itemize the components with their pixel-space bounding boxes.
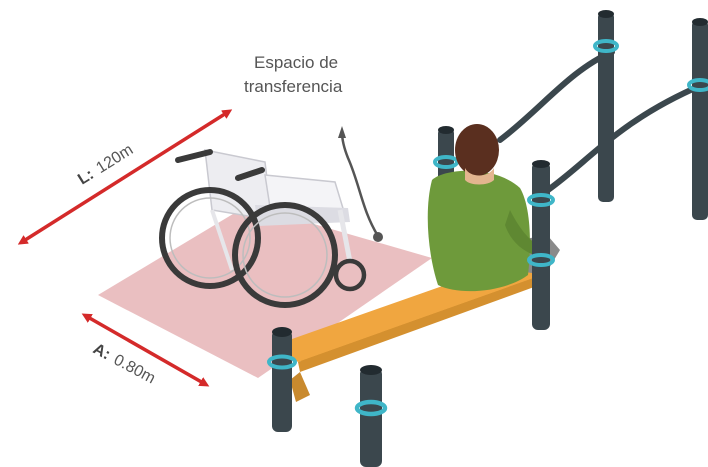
transfer-space-title-line1: Espacio de <box>254 53 338 72</box>
post-front-left <box>267 327 297 432</box>
length-dimension-arrow <box>17 109 233 245</box>
post-far-right <box>687 18 708 220</box>
post-front-center <box>354 365 388 467</box>
curved-up-arrow-icon <box>338 126 383 242</box>
transfer-space-title-line2: transferencia <box>244 77 343 96</box>
wheelchair-icon <box>159 149 367 308</box>
width-label: A: 0.80m <box>90 341 158 388</box>
post-front-right <box>527 160 555 330</box>
post-back-right <box>593 10 619 202</box>
width-dimension-arrow <box>81 313 210 387</box>
length-label: L: 120m <box>75 141 136 188</box>
